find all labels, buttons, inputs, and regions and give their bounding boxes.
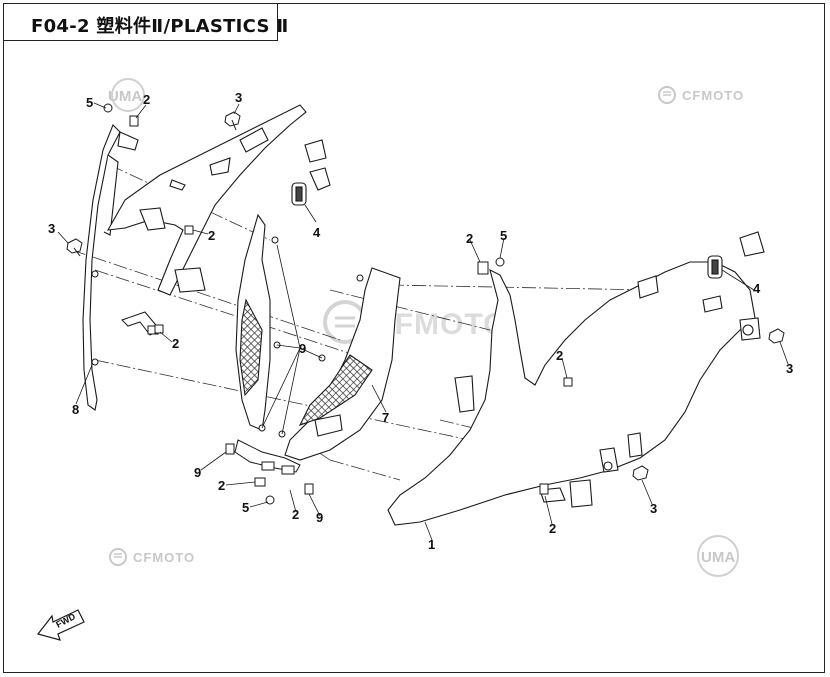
callout-2: 2 [292,507,299,522]
part-8-left-grille-panel [235,213,271,431]
callout-2: 2 [466,231,473,246]
clip-5-bottom [265,495,275,505]
clip-9-bottom [304,483,314,495]
part-6-right-grille-panel [284,267,401,461]
leader-lines [57,102,789,541]
clip-9-left [225,443,235,455]
watermark-uma-top: UMA [108,78,145,112]
callout-9: 9 [194,465,201,480]
screw-3-bottom [632,465,649,481]
clip-2-right-top [477,261,489,275]
callout-4: 4 [753,281,761,296]
lower-grille-bracket [234,439,301,475]
clip-2-mid-left [184,225,194,235]
callout-2: 2 [208,228,215,243]
part-7-left-trim [82,124,139,411]
fwd-arrow-icon: FWD [36,609,85,641]
callout-2: 2 [172,336,179,351]
callout-5: 5 [242,500,249,515]
watermark-uma-text: UMA [108,88,142,105]
callout-labels: 5 2 3 4 3 2 2 8 9 7 2 5 4 3 2 3 2 1 9 2 … [48,90,793,552]
watermark-cfmoto-text: CFMOTO [133,550,195,565]
part-4-grommet-right [707,231,765,279]
part-4-grommet-left [291,139,331,206]
callout-2: 2 [143,92,150,107]
callout-9: 9 [316,510,323,525]
clip-5-top-left [103,103,113,113]
screw-3-left [66,238,83,257]
watermark-cfmoto-bottom-left: CFMOTO [109,548,195,566]
watermark-cfmoto-text: CFMOTO [682,88,744,103]
callout-7: 8 [72,402,79,417]
clip-2-right-mid [563,377,573,387]
title-box: F04-2 塑料件Ⅱ/PLASTICS Ⅱ [3,3,288,41]
callout-3: 3 [48,221,55,236]
callout-2: 2 [549,521,556,536]
screw-3-right [768,328,785,344]
callout-3: 3 [786,361,793,376]
callout-5: 5 [86,95,93,110]
callout-3: 3 [235,90,242,105]
callout-6: 7 [382,410,389,425]
callout-5: 5 [500,228,507,243]
callout-1: 1 [428,537,435,552]
left-clip-bracket [121,311,161,336]
diagram-frame [3,3,825,673]
clip-5-right [495,257,505,267]
clip-2-bottom-right [539,483,549,495]
watermark-uma-text: UMA [701,549,735,566]
clip-2-top-left [129,115,139,127]
callout-2: 2 [218,478,225,493]
callout-3: 3 [650,501,657,516]
watermark-uma-bottom-right: UMA [697,535,739,577]
callout-4: 4 [313,225,321,240]
upper-arch-panel [106,104,307,296]
watermark-cfmoto-top-right: CFMOTO [658,86,744,104]
page-title: F04-2 塑料件Ⅱ/PLASTICS Ⅱ [31,16,289,37]
part-1-lower-cowl [387,261,761,526]
clip-2-lower-left [154,324,164,334]
watermark-cfmoto-center: CFMOTO [323,300,506,344]
screw-3-top [224,111,241,131]
callout-8: 9 [299,341,306,356]
callout-2: 2 [556,348,563,363]
clip-2-bottom [254,477,266,487]
